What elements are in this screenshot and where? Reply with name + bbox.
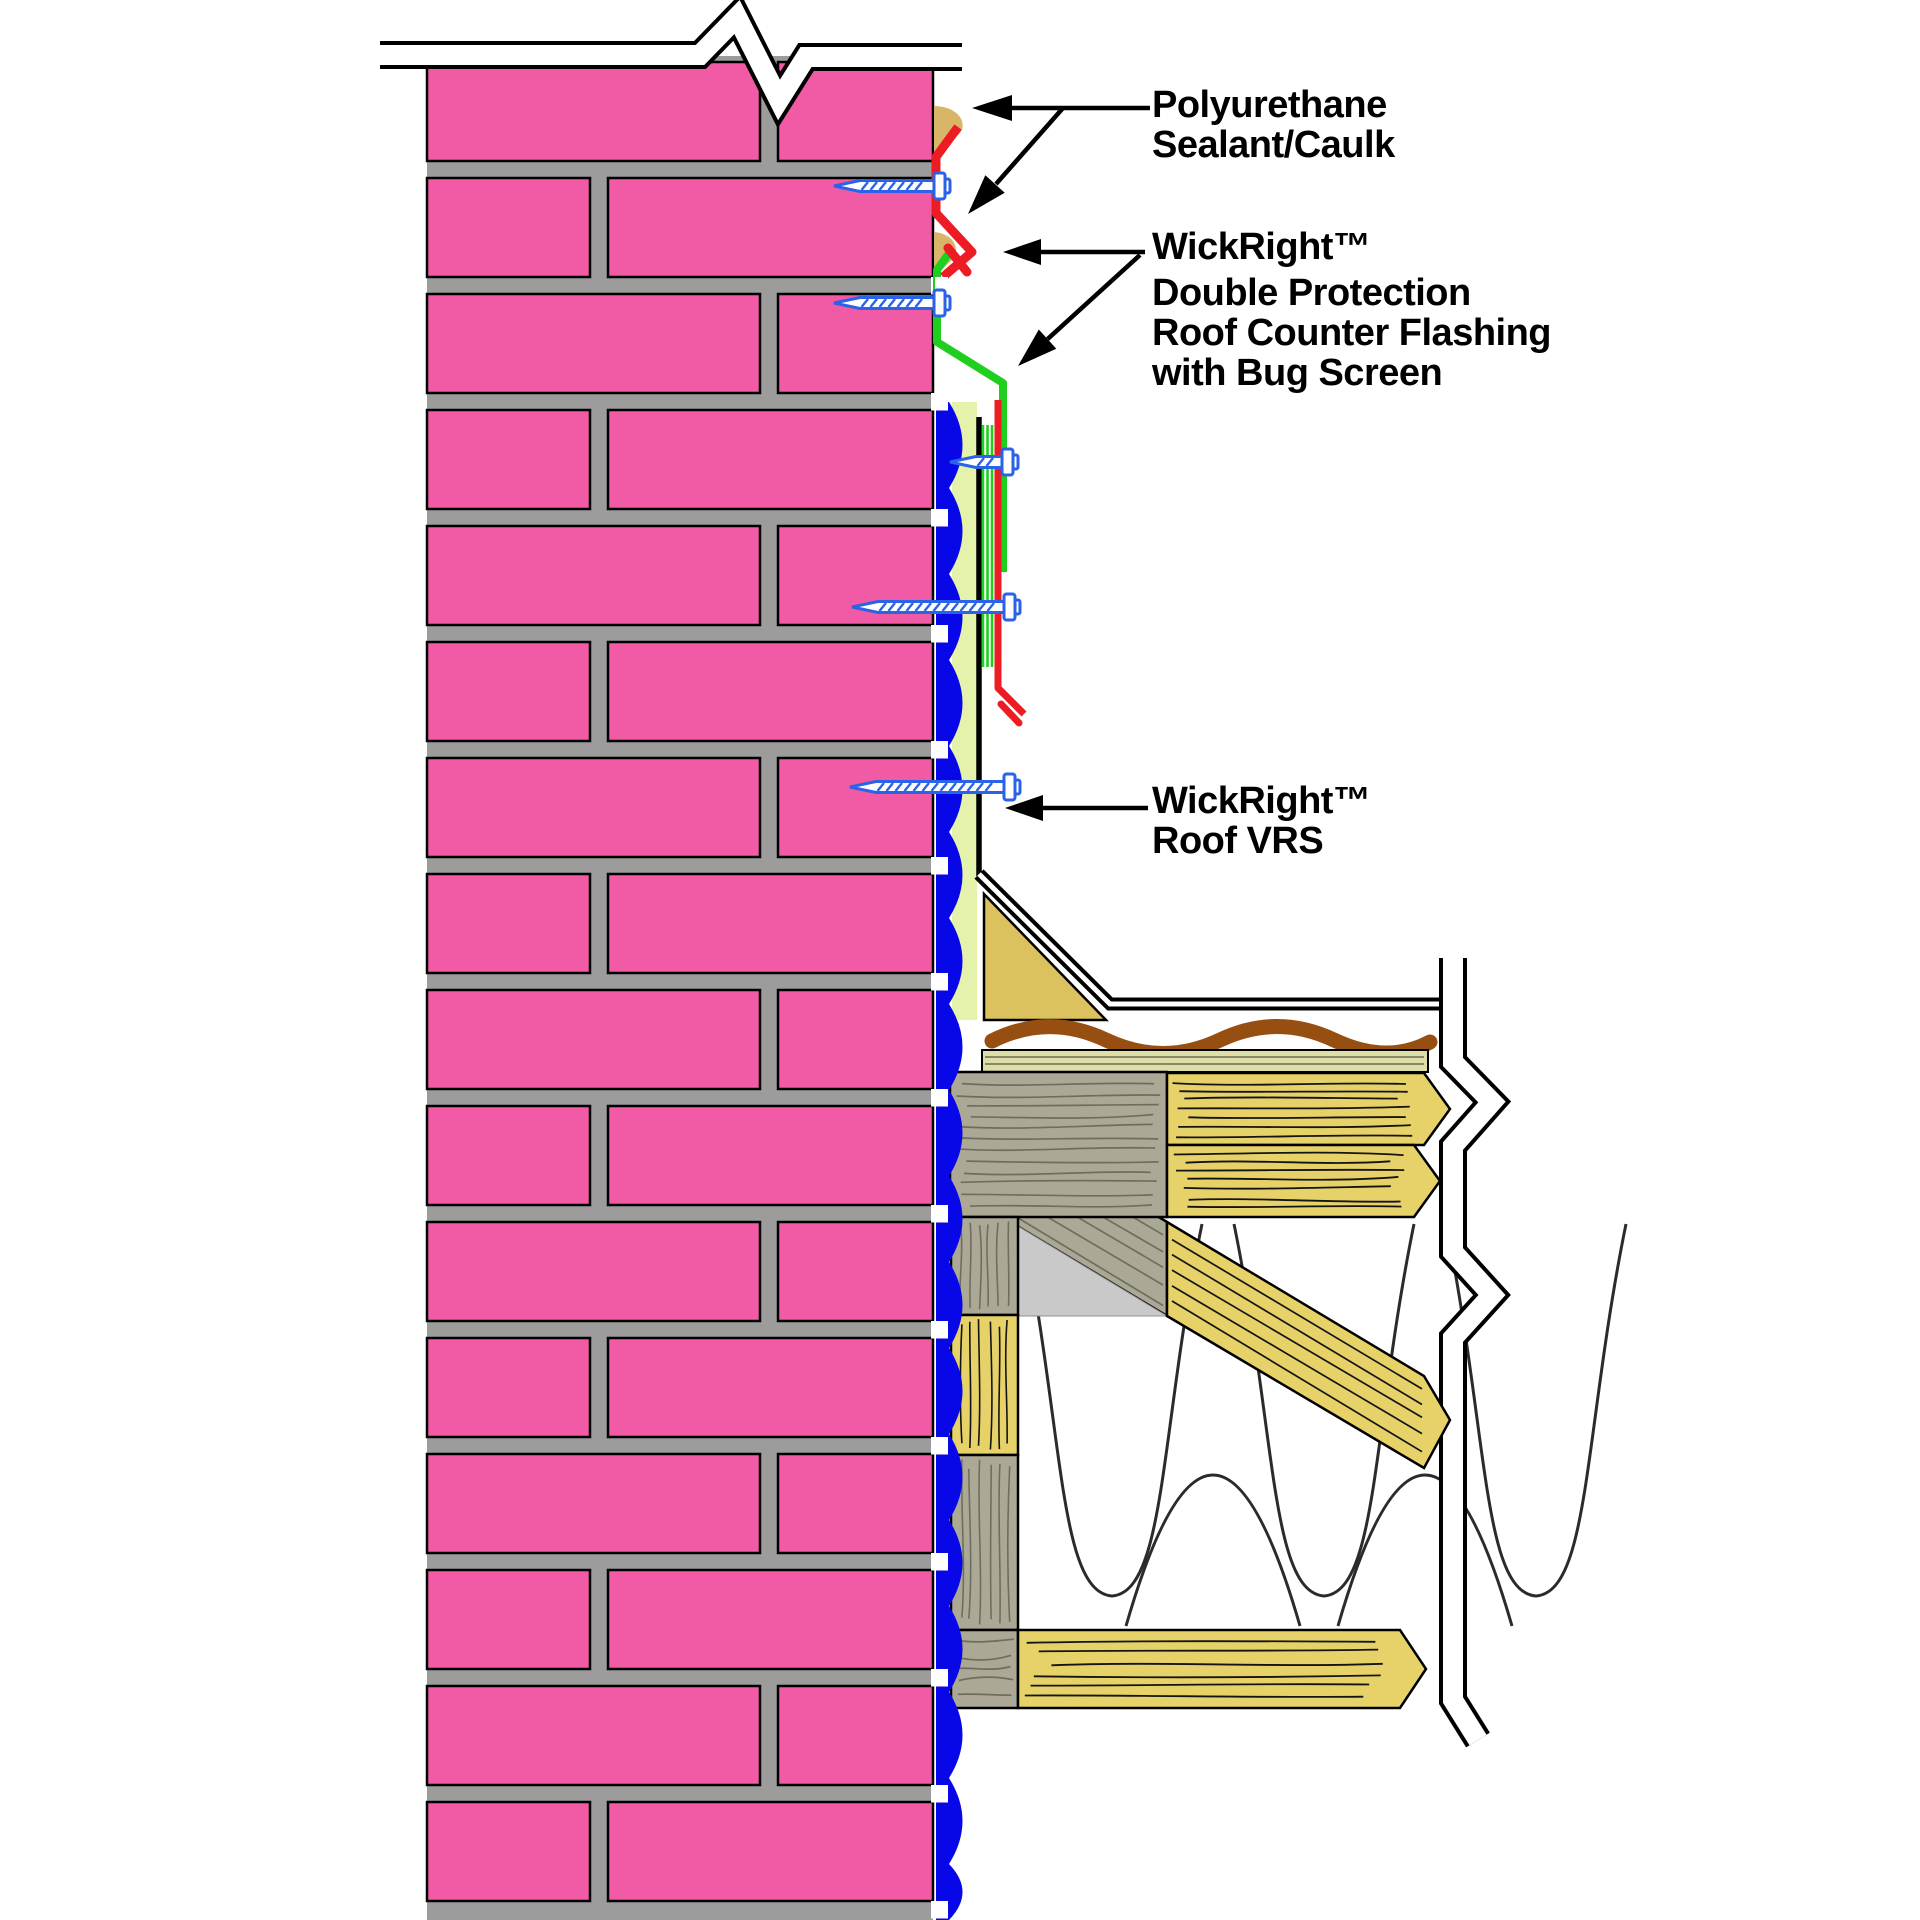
leader-sealant-branch xyxy=(994,106,1065,186)
label-counter-flashing-line2: Double Protection xyxy=(1152,272,1471,314)
brick xyxy=(606,1568,935,1671)
labels: Polyurethane Sealant/Caulk WickRight™ Do… xyxy=(1151,84,1552,862)
label-counter-flashing-line4: with Bug Screen xyxy=(1151,352,1442,394)
masonry-screws xyxy=(833,171,1022,802)
roof-sheathing xyxy=(981,1049,1429,1073)
red-counter-flashing-top xyxy=(931,124,977,281)
brick xyxy=(776,1684,935,1787)
brick xyxy=(606,872,935,975)
roof-vrs-membrane xyxy=(974,417,1440,1011)
masonry-screw xyxy=(833,171,952,201)
cant-strip xyxy=(982,890,1109,1022)
label-counter-flashing-line3: Roof Counter Flashing xyxy=(1152,312,1551,354)
framing xyxy=(948,1070,1452,1710)
leader-counter-flashing-branch xyxy=(1046,253,1142,341)
roof-break-line-right xyxy=(1439,958,1512,1748)
brick xyxy=(425,1568,592,1671)
brick xyxy=(425,292,762,395)
red-base-hem xyxy=(997,700,1023,727)
masonry-screw xyxy=(851,592,1022,622)
brick-wall xyxy=(425,56,948,1920)
arrowhead-sealant-top xyxy=(972,95,1012,121)
rim-joist-grain xyxy=(1172,1082,1413,1209)
brick-courses xyxy=(425,60,935,1903)
label-roof-vrs-line2: Roof VRS xyxy=(1152,820,1323,862)
brick xyxy=(425,1800,592,1903)
brick xyxy=(776,292,935,395)
brick xyxy=(776,1452,935,1555)
brick xyxy=(606,176,935,279)
brick xyxy=(606,1800,935,1903)
wall-stud-grain xyxy=(956,1221,1014,1696)
red-flashing-hem xyxy=(943,243,972,277)
break-line-core xyxy=(380,0,962,121)
brick xyxy=(425,1220,762,1323)
label-sealant-line2: Sealant/Caulk xyxy=(1152,124,1396,166)
ledger-beam-grain xyxy=(955,1082,1161,1208)
brick xyxy=(425,524,762,627)
masonry-screw xyxy=(949,447,1020,477)
brick xyxy=(606,1104,935,1207)
brick xyxy=(425,176,592,279)
arrowhead-sealant-reglet xyxy=(968,175,1005,214)
brick xyxy=(425,408,592,511)
diagonal-brace xyxy=(1165,1219,1452,1470)
brick xyxy=(776,1220,935,1323)
drainage-weep-notches xyxy=(935,277,948,1919)
brick xyxy=(425,640,592,743)
arrowhead-counter-flashing-low xyxy=(1018,329,1057,366)
masonry-screw xyxy=(849,772,1022,802)
masonry-screw xyxy=(833,288,952,318)
label-sealant-line1: Polyurethane xyxy=(1152,84,1387,126)
brick xyxy=(606,640,935,743)
label-roof-vrs-line1: WickRight™ xyxy=(1152,780,1370,822)
brick xyxy=(776,988,935,1091)
batt-insulation xyxy=(1020,1223,1628,1627)
brick xyxy=(425,60,762,163)
label-counter-flashing-line1: WickRight™ xyxy=(1152,226,1370,268)
diagonal-brace-grain xyxy=(1017,1148,1423,1453)
brick xyxy=(425,872,592,975)
brick xyxy=(425,1336,592,1439)
brick xyxy=(425,1452,762,1555)
arrowhead-counter-flashing xyxy=(1003,239,1041,265)
brick xyxy=(776,756,935,859)
leader-lines xyxy=(968,95,1150,821)
red-base-flashing xyxy=(994,400,1027,727)
brick xyxy=(425,1104,592,1207)
brick xyxy=(606,1336,935,1439)
bottom-plate-grain xyxy=(1024,1640,1383,1698)
wall-break-line-top xyxy=(380,0,962,129)
green-counter-flashing xyxy=(933,246,1007,572)
brick xyxy=(425,988,762,1091)
brick xyxy=(606,408,935,511)
brick xyxy=(425,1684,762,1787)
vrs-deck-core xyxy=(977,872,1440,1007)
brick xyxy=(425,756,762,859)
red-base-profile xyxy=(994,400,1027,717)
arrowhead-roof-vrs xyxy=(1005,795,1043,821)
